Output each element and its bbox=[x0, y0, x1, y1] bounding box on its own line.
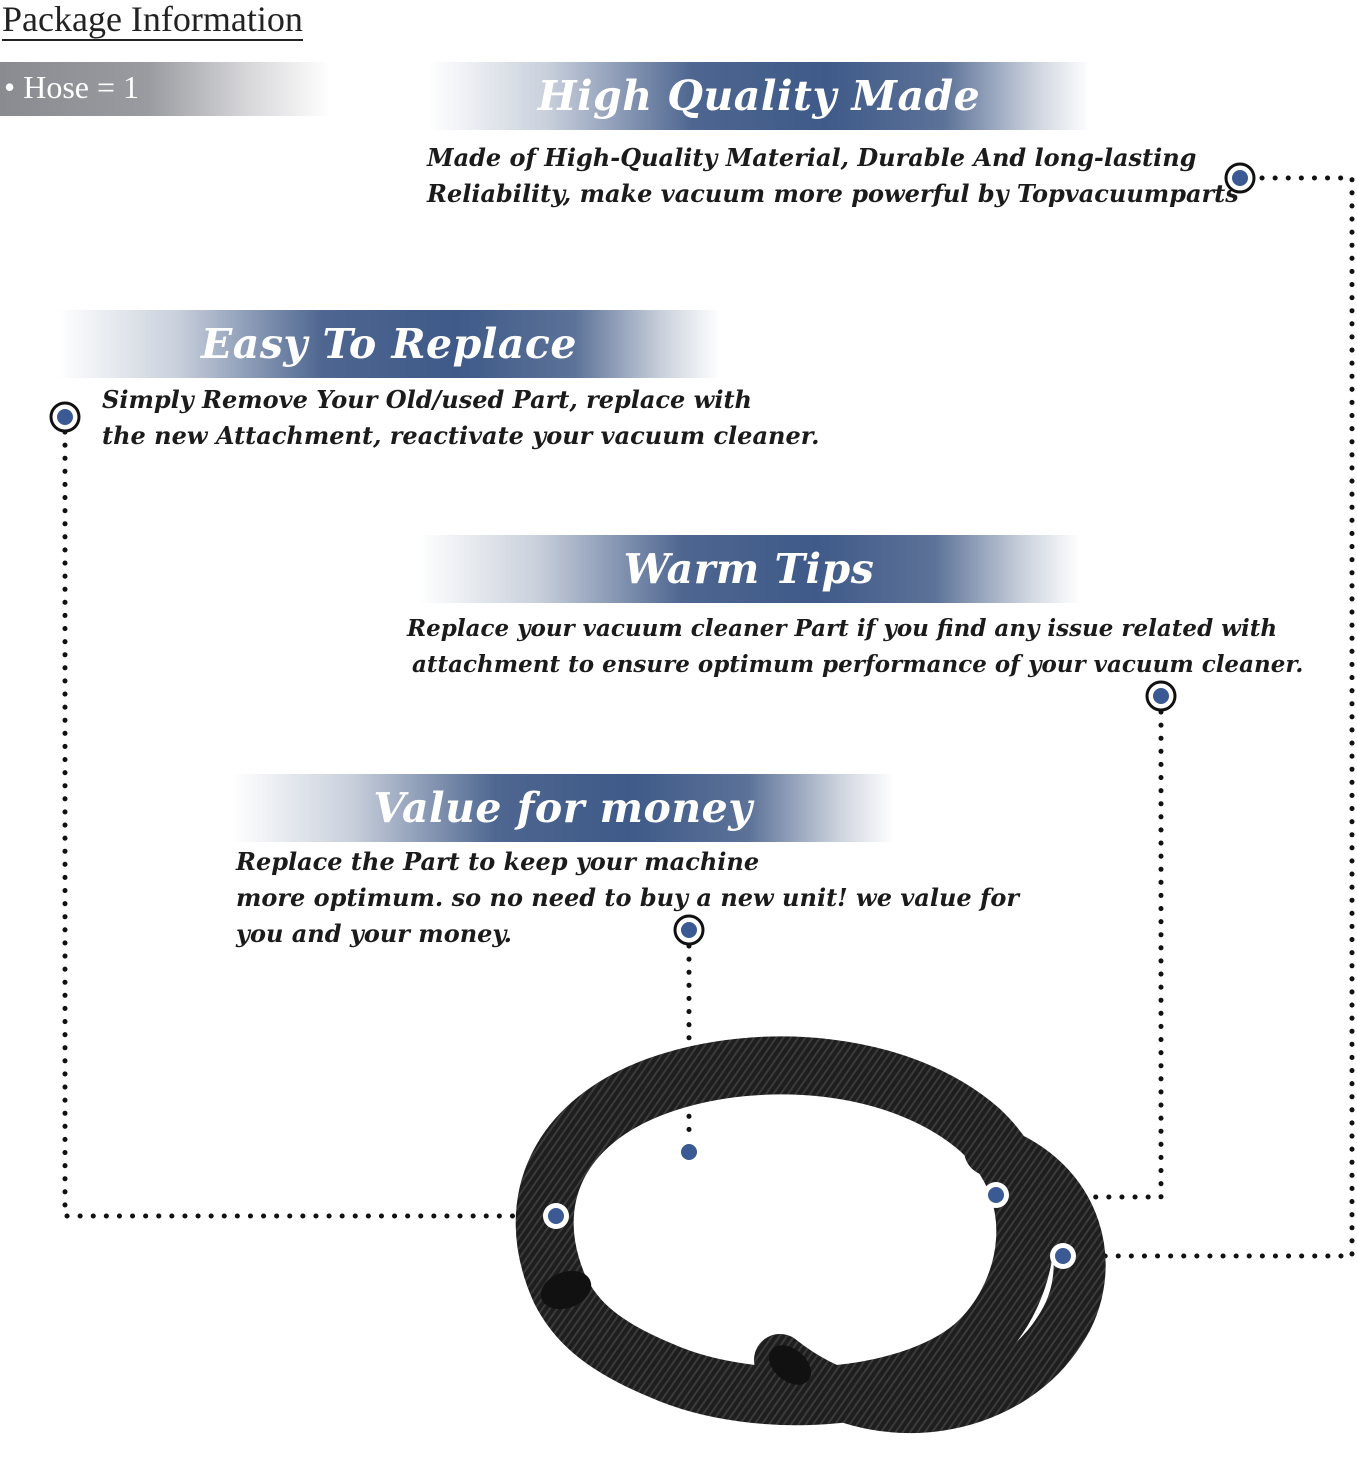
warm-tips-banner: Warm Tips bbox=[418, 535, 1080, 603]
value-money-title: Value for money bbox=[373, 784, 753, 832]
value-money-banner: Value for money bbox=[232, 774, 894, 842]
warm-tips-line-2: attachment to ensure optimum performance… bbox=[412, 651, 1304, 678]
hose-marker-top-icon bbox=[676, 1139, 702, 1165]
package-item-hose: • Hose = 1 bbox=[4, 69, 140, 105]
markers bbox=[49, 162, 1256, 1269]
marker-quality-icon bbox=[1224, 162, 1256, 194]
hose-marker-right-icon bbox=[983, 1182, 1009, 1208]
value-money-line-3: you and your money. bbox=[236, 919, 512, 948]
high-quality-line-2: Reliability, make vacuum more powerful b… bbox=[427, 179, 1239, 208]
vacuum-hose bbox=[515, 1036, 1106, 1434]
hose-marker-left-icon bbox=[543, 1203, 569, 1229]
easy-replace-line-2: the new Attachment, reactivate your vacu… bbox=[102, 421, 820, 450]
easy-replace-description: Simply Remove Your Old/used Part, replac… bbox=[102, 382, 820, 454]
warm-tips-title: Warm Tips bbox=[623, 545, 875, 593]
package-item-bar bbox=[0, 62, 330, 116]
high-quality-line-1: Made of High-Quality Material, Durable A… bbox=[427, 143, 1197, 172]
high-quality-banner: High Quality Made bbox=[428, 62, 1090, 130]
easy-replace-title: Easy To Replace bbox=[201, 320, 577, 368]
package-information-title: Package Information bbox=[2, 0, 303, 41]
marker-value-icon bbox=[673, 914, 705, 946]
value-money-line-1: Replace the Part to keep your machine bbox=[236, 847, 760, 876]
marker-tips-icon bbox=[1145, 680, 1177, 712]
connector-replace bbox=[62, 429, 559, 1219]
connector-tips bbox=[993, 709, 1164, 1200]
easy-replace-banner: Easy To Replace bbox=[58, 310, 720, 378]
value-money-description: Replace the Part to keep your machine mo… bbox=[236, 844, 1019, 952]
warm-tips-line-1: Replace your vacuum cleaner Part if you … bbox=[407, 615, 1278, 642]
hose-marker-far-right-icon bbox=[1050, 1243, 1076, 1269]
easy-replace-line-1: Simply Remove Your Old/used Part, replac… bbox=[102, 385, 752, 414]
high-quality-title: High Quality Made bbox=[537, 72, 981, 120]
warm-tips-description: Replace your vacuum cleaner Part if you … bbox=[407, 611, 1303, 683]
connector-quality bbox=[1061, 175, 1355, 1259]
marker-replace-icon bbox=[49, 401, 81, 433]
high-quality-description: Made of High-Quality Material, Durable A… bbox=[427, 140, 1239, 212]
value-money-line-2: more optimum. so no need to buy a new un… bbox=[236, 883, 1019, 912]
